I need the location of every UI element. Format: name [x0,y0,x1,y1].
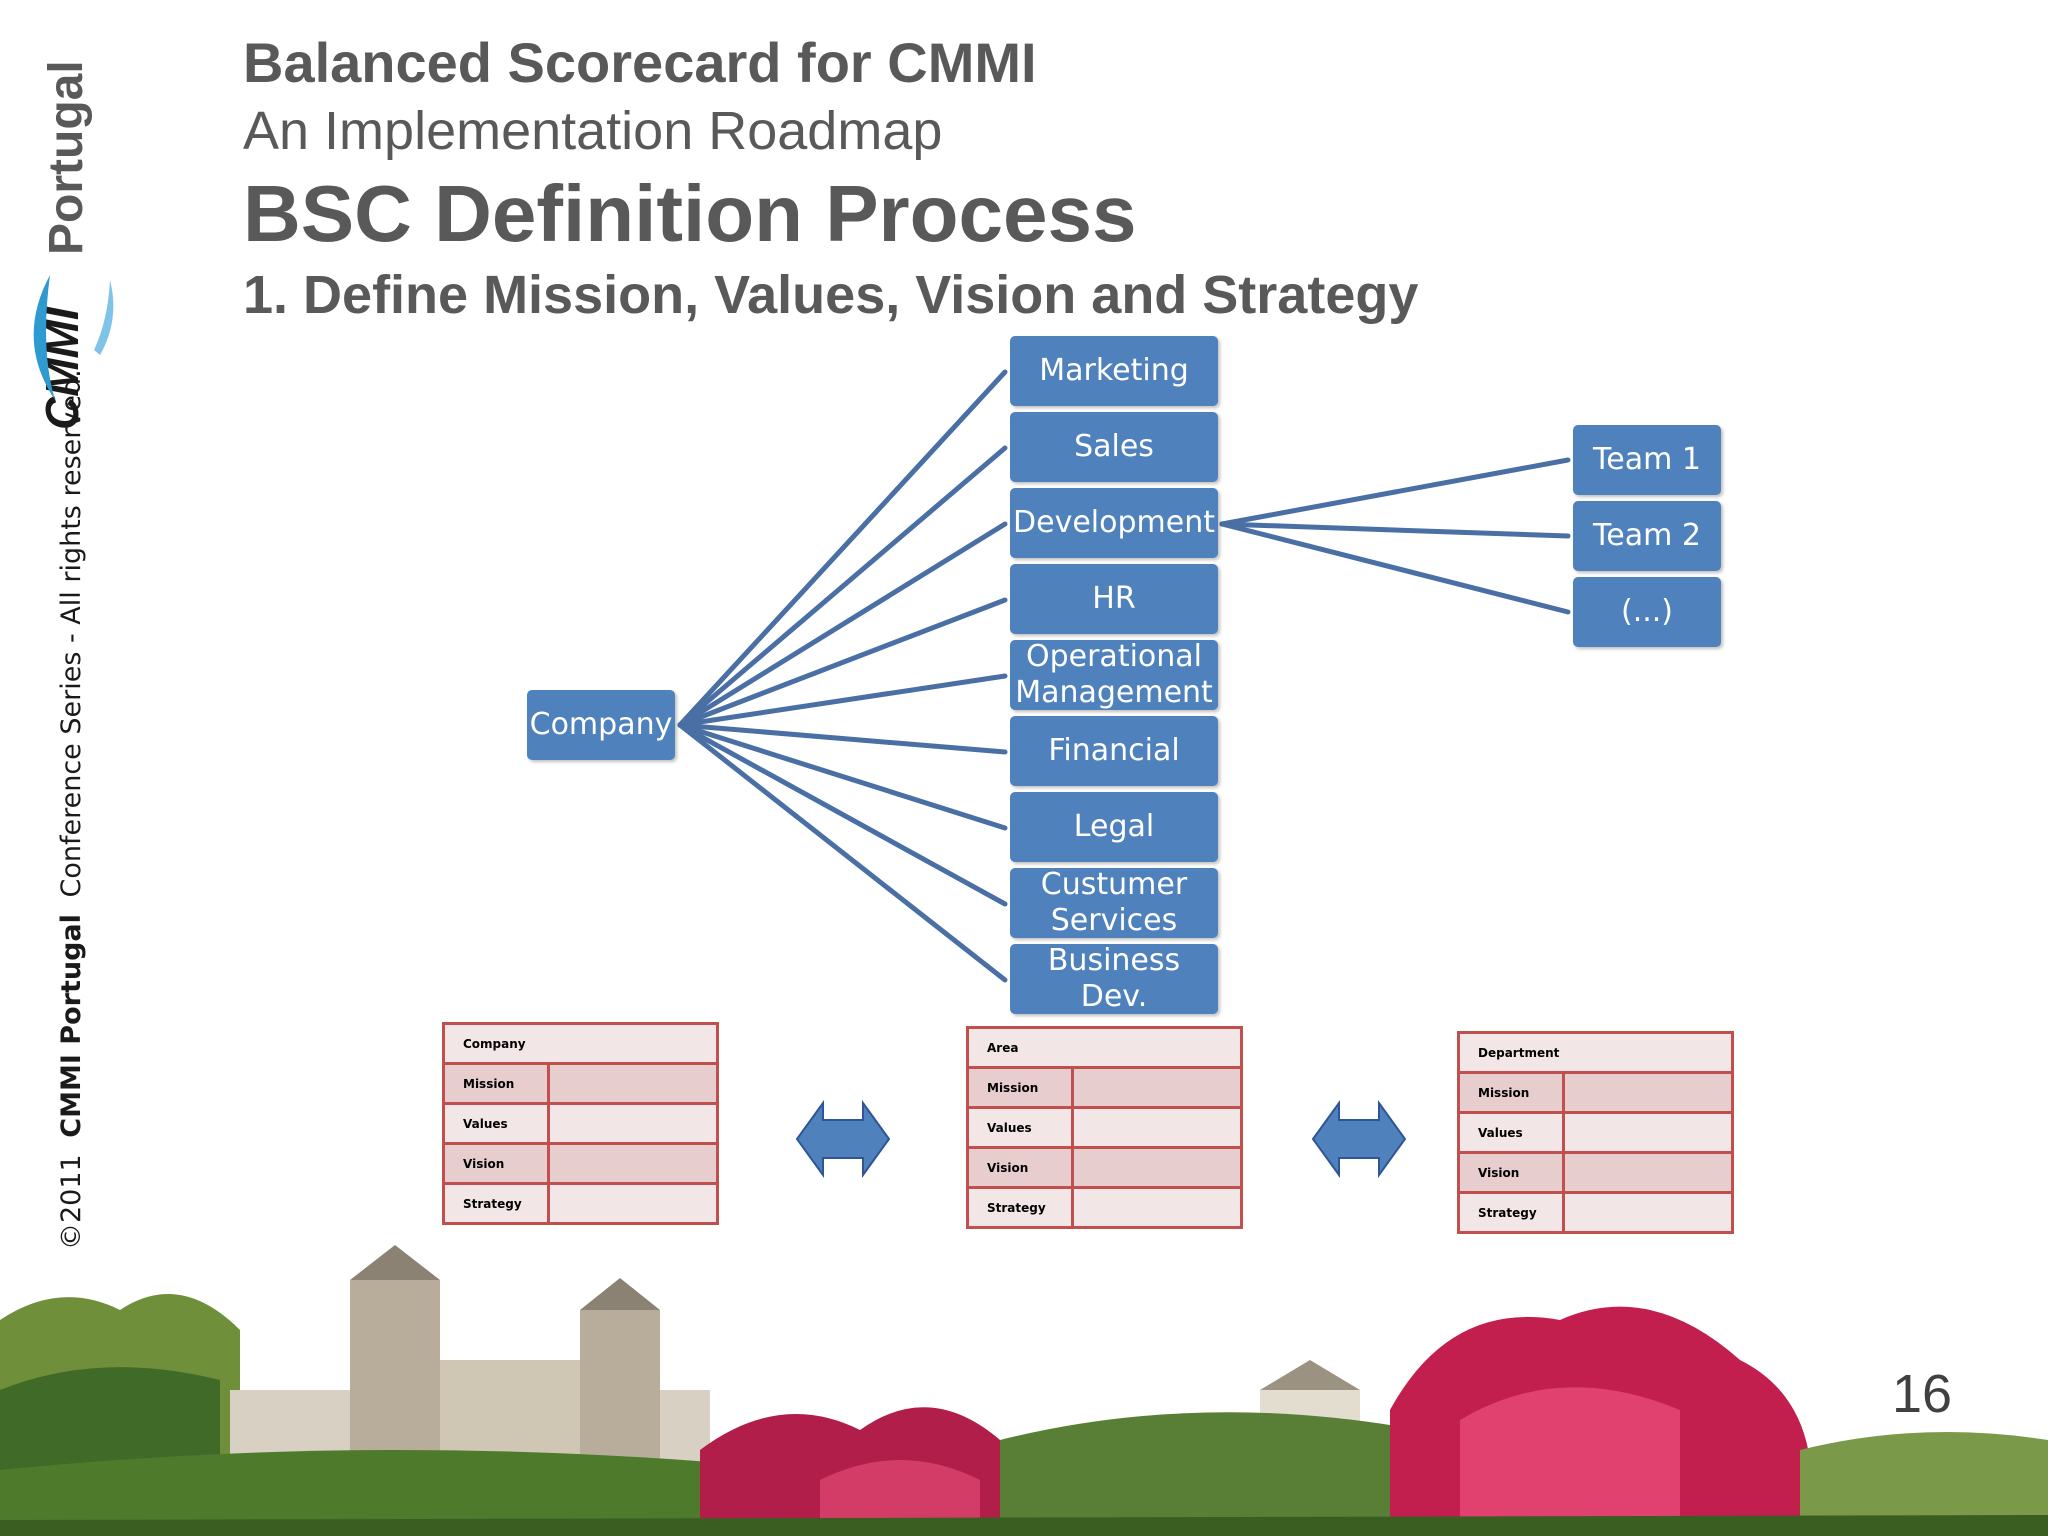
connector-line [1219,521,1571,615]
table-row: Values [442,1102,719,1145]
table-row: Strategy [442,1182,719,1225]
table-row: Vision [1457,1151,1734,1194]
connector-line [1219,457,1571,527]
copyright-rest: Conference Series - All rights reserved. [56,369,87,897]
section-heading: BSC Definition Process [243,169,1137,258]
table-label-cell: Strategy [1457,1191,1565,1234]
page-number: 16 [1892,1364,1953,1424]
table-label-cell: Values [1457,1111,1565,1154]
dept-node-financial: Financial [1010,716,1218,786]
dept-label: Legal [1073,809,1155,844]
connector-line [677,722,1008,831]
connector-line [677,445,1008,728]
table-label-cell: Mission [442,1062,550,1105]
logo-swoosh-icon [94,280,114,355]
team-node-1: Team 1 [1573,425,1721,495]
table-label-cell: Mission [1457,1071,1565,1114]
dept-label: HR [1092,581,1136,616]
team-node-2: Team 2 [1573,501,1721,571]
table-value-cell[interactable] [1562,1191,1734,1234]
dept-label-line: Management [1015,675,1213,710]
table-value-cell[interactable] [1071,1186,1243,1229]
table-row: Values [966,1106,1243,1149]
dept-node-operational-management: Operational Management [1010,639,1218,710]
scenery-illustration [0,1245,2048,1536]
table-row: Vision [442,1142,719,1185]
area-form-table: Area Mission Values Vision Strategy [966,1026,1243,1229]
table-label-cell: Values [966,1106,1074,1149]
dept-label: Development [1013,505,1215,540]
table-label-cell: Strategy [966,1186,1074,1229]
team-node-more: (...) [1573,577,1721,647]
table-value-cell[interactable] [547,1182,719,1225]
table-label-cell: Vision [442,1142,550,1185]
company-form-table: Company Mission Values Vision Strategy [442,1022,719,1225]
double-arrow-icon [1311,1100,1407,1178]
copyright-year: ©2011 [56,1154,87,1250]
table-value-cell[interactable] [547,1062,719,1105]
table-header-cell: Area [966,1026,1243,1069]
section-subheading: 1. Define Mission, Values, Vision and St… [243,265,1419,325]
copyright-text: ©2011 CMMI Portugal Conference Series - … [56,369,87,1250]
table-row: Strategy [966,1186,1243,1229]
table-row: Mission [966,1066,1243,1109]
table-value-cell[interactable] [1562,1071,1734,1114]
table-value-cell[interactable] [1562,1151,1734,1194]
connector-line [1219,521,1571,539]
table-value-cell[interactable] [547,1142,719,1185]
table-row: Company [442,1022,719,1065]
dept-node-legal: Legal [1010,792,1218,862]
dept-label-line: Operational [1025,639,1202,674]
dept-label: Business Dev. [1047,943,1181,1014]
table-row: Strategy [1457,1191,1734,1234]
table-row: Vision [966,1146,1243,1189]
department-form-table: Department Mission Values Vision Strateg… [1457,1031,1734,1234]
table-value-cell[interactable] [547,1102,719,1145]
cmmi-portugal-logo: Portugal CMMI [33,60,114,430]
connector-line [677,722,1008,983]
dept-label: Sales [1074,429,1154,464]
dept-label: Marketing [1039,353,1189,388]
connector-line [677,722,1008,907]
table-row: Values [1457,1111,1734,1154]
slide-title: Balanced Scorecard for CMMI [243,31,1037,94]
double-arrow-icon [795,1100,891,1178]
dept-node-development: Development [1010,488,1218,558]
table-label-cell: Mission [966,1066,1074,1109]
dept-node-business-dev: Business Dev. [1010,943,1218,1014]
company-node: Company [527,690,675,760]
table-row: Department [1457,1031,1734,1074]
connector-line [677,521,1008,728]
connector-line [677,673,1008,728]
connector-line [677,722,1008,755]
table-value-cell[interactable] [1562,1111,1734,1154]
table-value-cell[interactable] [1071,1106,1243,1149]
brand-word: Portugal [40,60,93,255]
table-row: Mission [1457,1071,1734,1114]
table-label-cell: Values [442,1102,550,1145]
table-header-cell: Department [1457,1031,1734,1074]
slide-subtitle: An Implementation Roadmap [243,101,943,161]
table-row: Area [966,1026,1243,1069]
dept-node-hr: HR [1010,564,1218,634]
copyright-org: CMMI Portugal [56,914,87,1138]
sidebar-branding: Portugal CMMI ©2011 CMMI Portugal Confer… [33,60,114,1250]
connector-line [677,369,1008,728]
dept-label-line: Services [1050,903,1178,938]
connector-line [677,597,1008,728]
dept-node-sales: Sales [1010,412,1218,482]
dept-node-marketing: Marketing [1010,336,1218,406]
table-header-cell: Company [442,1022,719,1065]
dept-label: Financial [1048,733,1180,768]
table-value-cell[interactable] [1071,1066,1243,1109]
dept-label-line: Custumer [1040,867,1188,902]
table-row: Mission [442,1062,719,1105]
table-label-cell: Vision [966,1146,1074,1189]
table-label-cell: Strategy [442,1182,550,1225]
dept-node-customer-services: Custumer Services [1010,867,1218,938]
logo-swoosh-icon [33,275,55,400]
table-value-cell[interactable] [1071,1146,1243,1189]
table-label-cell: Vision [1457,1151,1565,1194]
